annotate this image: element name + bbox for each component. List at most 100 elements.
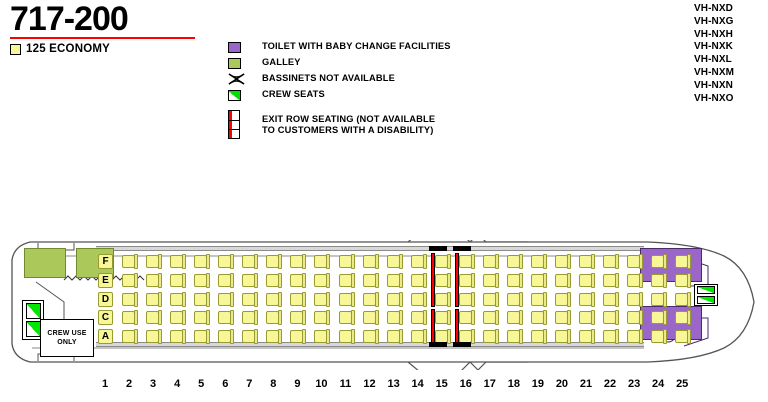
seat-19D[interactable] xyxy=(530,292,548,307)
seat-25C[interactable] xyxy=(675,310,692,325)
seat-20F[interactable] xyxy=(554,254,572,269)
seat-12C[interactable] xyxy=(362,310,380,325)
seat-22E[interactable] xyxy=(603,273,620,288)
seat-19C[interactable] xyxy=(530,310,548,325)
seat-10A[interactable] xyxy=(314,329,331,344)
seat-13C[interactable] xyxy=(386,310,404,325)
seat-2D[interactable] xyxy=(122,292,139,307)
seat-15E[interactable] xyxy=(434,273,452,288)
seat-14E[interactable] xyxy=(410,273,428,288)
seat-17D[interactable] xyxy=(482,292,500,307)
seat-20E[interactable] xyxy=(554,273,572,288)
seat-6F[interactable] xyxy=(218,254,235,269)
seat-23A[interactable] xyxy=(627,329,644,344)
seat-6C[interactable] xyxy=(218,310,235,325)
seat-4E[interactable] xyxy=(170,273,187,288)
seat-13D[interactable] xyxy=(386,292,404,307)
seat-12E[interactable] xyxy=(362,273,380,288)
seat-21F[interactable] xyxy=(579,254,596,269)
seat-10C[interactable] xyxy=(314,310,331,325)
seat-12D[interactable] xyxy=(362,292,380,307)
seat-2A[interactable] xyxy=(122,329,139,344)
seat-24F[interactable] xyxy=(651,254,668,269)
seat-16E[interactable] xyxy=(458,273,476,288)
seat-22A[interactable] xyxy=(603,329,620,344)
seat-15C[interactable] xyxy=(434,310,452,325)
seat-22F[interactable] xyxy=(603,254,620,269)
seat-16F[interactable] xyxy=(458,254,476,269)
seat-12F[interactable] xyxy=(362,254,380,269)
seat-2C[interactable] xyxy=(122,310,139,325)
seat-6E[interactable] xyxy=(218,273,235,288)
seat-21E[interactable] xyxy=(579,273,596,288)
seat-2F[interactable] xyxy=(122,254,139,269)
seat-17F[interactable] xyxy=(482,254,500,269)
crew-seat-rear-upper[interactable] xyxy=(697,286,715,294)
seat-25A[interactable] xyxy=(675,329,692,344)
seat-23D[interactable] xyxy=(627,292,644,307)
seat-22D[interactable] xyxy=(603,292,620,307)
seat-9F[interactable] xyxy=(290,254,307,269)
seat-25F[interactable] xyxy=(675,254,692,269)
seat-25D[interactable] xyxy=(675,292,692,307)
seat-4F[interactable] xyxy=(170,254,187,269)
seat-8A[interactable] xyxy=(266,329,283,344)
seat-7D[interactable] xyxy=(242,292,259,307)
seat-10D[interactable] xyxy=(314,292,331,307)
seat-6D[interactable] xyxy=(218,292,235,307)
seat-7A[interactable] xyxy=(242,329,259,344)
seat-14F[interactable] xyxy=(410,254,428,269)
seat-18F[interactable] xyxy=(506,254,524,269)
seat-7F[interactable] xyxy=(242,254,259,269)
seat-5E[interactable] xyxy=(194,273,211,288)
seat-16D[interactable] xyxy=(458,292,476,307)
seat-18E[interactable] xyxy=(506,273,524,288)
seat-25E[interactable] xyxy=(675,273,692,288)
seat-19F[interactable] xyxy=(530,254,548,269)
seat-3C[interactable] xyxy=(146,310,163,325)
seat-13E[interactable] xyxy=(386,273,404,288)
seat-24E[interactable] xyxy=(651,273,668,288)
seat-9C[interactable] xyxy=(290,310,307,325)
seat-2E[interactable] xyxy=(122,273,139,288)
crew-seat-rear-lower[interactable] xyxy=(697,296,715,304)
seat-21D[interactable] xyxy=(579,292,596,307)
seat-13A[interactable] xyxy=(386,329,404,344)
seat-16C[interactable] xyxy=(458,310,476,325)
seat-24C[interactable] xyxy=(651,310,668,325)
seat-8D[interactable] xyxy=(266,292,283,307)
lavatory-rear-lower[interactable] xyxy=(640,306,702,340)
seat-8E[interactable] xyxy=(266,273,283,288)
seat-18D[interactable] xyxy=(506,292,524,307)
seat-21C[interactable] xyxy=(579,310,596,325)
seat-19E[interactable] xyxy=(530,273,548,288)
seat-11F[interactable] xyxy=(338,254,356,269)
seat-5D[interactable] xyxy=(194,292,211,307)
seat-8C[interactable] xyxy=(266,310,283,325)
seat-5F[interactable] xyxy=(194,254,211,269)
seat-7C[interactable] xyxy=(242,310,259,325)
seat-15D[interactable] xyxy=(434,292,452,307)
seat-4C[interactable] xyxy=(170,310,187,325)
seat-14C[interactable] xyxy=(410,310,428,325)
seat-12A[interactable] xyxy=(362,329,380,344)
seat-15F[interactable] xyxy=(434,254,452,269)
seat-3A[interactable] xyxy=(146,329,163,344)
seat-9E[interactable] xyxy=(290,273,307,288)
seat-3F[interactable] xyxy=(146,254,163,269)
seat-14D[interactable] xyxy=(410,292,428,307)
seat-20D[interactable] xyxy=(554,292,572,307)
seat-11C[interactable] xyxy=(338,310,356,325)
seat-23F[interactable] xyxy=(627,254,644,269)
crew-seat-front-upper[interactable] xyxy=(26,303,41,319)
seat-3D[interactable] xyxy=(146,292,163,307)
seat-20C[interactable] xyxy=(554,310,572,325)
seat-9A[interactable] xyxy=(290,329,307,344)
seat-4D[interactable] xyxy=(170,292,187,307)
seat-6A[interactable] xyxy=(218,329,235,344)
seat-21A[interactable] xyxy=(579,329,596,344)
seat-11D[interactable] xyxy=(338,292,356,307)
lavatory-rear-upper[interactable] xyxy=(640,248,702,282)
seat-13F[interactable] xyxy=(386,254,404,269)
seat-20A[interactable] xyxy=(554,329,572,344)
